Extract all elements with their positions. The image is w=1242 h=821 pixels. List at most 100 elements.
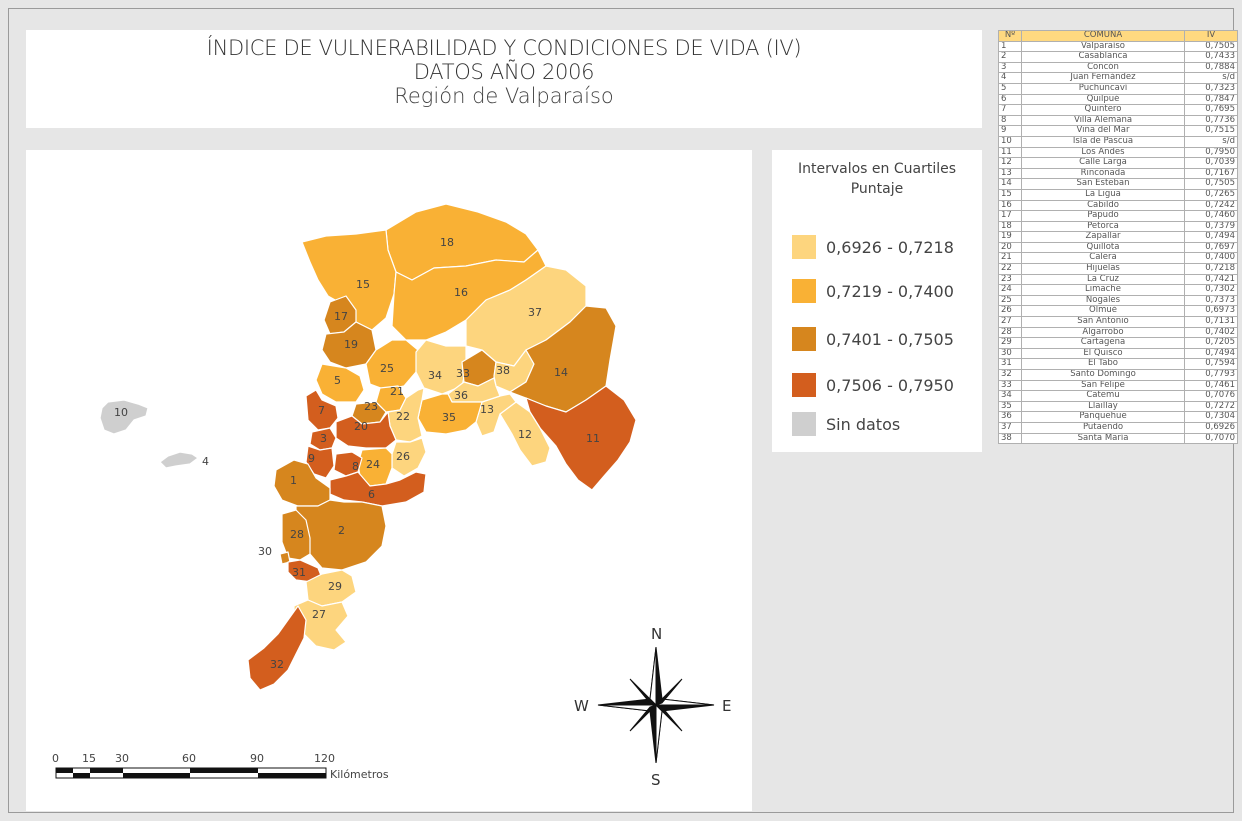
title-panel: ÍNDICE DE VULNERABILIDAD Y CONDICIONES D… xyxy=(26,30,982,128)
label-25: 25 xyxy=(380,362,394,375)
row-num: 17 xyxy=(998,210,1022,222)
row-iv: 0,7461 xyxy=(1184,379,1238,392)
row-iv: 0,7793 xyxy=(1184,369,1238,381)
table-header-row: Nº COMUNA IV xyxy=(998,30,1238,42)
label-22: 22 xyxy=(396,410,410,423)
row-iv: 0,7167 xyxy=(1184,167,1238,180)
comuna-20-shape[interactable] xyxy=(335,411,397,449)
comuna-6-shape[interactable] xyxy=(329,471,427,507)
row-num: 32 xyxy=(998,369,1022,381)
row-num: 30 xyxy=(998,347,1022,360)
row-iv: 0,7505 xyxy=(1184,178,1238,190)
row-num: 20 xyxy=(998,241,1022,254)
label-35: 35 xyxy=(442,411,456,424)
label-18: 18 xyxy=(440,236,454,249)
row-num: 15 xyxy=(998,188,1022,201)
row-iv: 0,7402 xyxy=(1184,326,1238,339)
row-iv: 0,7373 xyxy=(1184,294,1238,307)
comuna-10-shape[interactable] xyxy=(99,399,149,435)
row-comuna: Quintero xyxy=(1021,104,1185,116)
row-comuna: Putaendo xyxy=(1021,421,1185,434)
row-iv: 0,7070 xyxy=(1184,432,1238,445)
row-iv: 0,7695 xyxy=(1184,104,1238,116)
comuna-28-shape[interactable] xyxy=(281,509,311,561)
row-comuna: Quilpué xyxy=(1021,93,1185,106)
comuna-4-shape[interactable] xyxy=(159,451,199,469)
label-4: 4 xyxy=(202,455,209,468)
row-num: 31 xyxy=(998,358,1022,370)
comuna-12-shape[interactable] xyxy=(499,401,551,467)
comuna-labels: 18 15 16 37 17 19 25 34 33 38 14 5 36 21… xyxy=(114,236,600,671)
row-comuna: Algarrobo xyxy=(1021,326,1185,339)
row-comuna: Santa María xyxy=(1021,432,1185,445)
legend-swatch-q3 xyxy=(792,327,816,351)
row-num: 22 xyxy=(998,263,1022,275)
label-38: 38 xyxy=(496,364,510,377)
comuna-11-shape[interactable] xyxy=(525,385,637,491)
row-iv: 0,7950 xyxy=(1184,146,1238,159)
legend-swatch-q1 xyxy=(792,235,816,259)
scale-tick-0: 0 xyxy=(52,752,59,765)
row-iv: 0,7272 xyxy=(1184,400,1238,413)
label-26: 26 xyxy=(396,450,410,463)
label-15: 15 xyxy=(356,278,370,291)
row-num: 34 xyxy=(998,390,1022,402)
row-num: 14 xyxy=(998,178,1022,190)
label-20: 20 xyxy=(354,420,368,433)
row-comuna: Isla de Pascua xyxy=(1021,135,1185,148)
comuna-15-shape[interactable] xyxy=(301,229,397,331)
row-comuna: El Quisco xyxy=(1021,347,1185,360)
row-num: 24 xyxy=(998,284,1022,296)
legend-label-q4: 0,7506 - 0,7950 xyxy=(826,375,954,395)
legend-item-q1: 0,6926 - 0,7218 xyxy=(792,234,954,260)
label-5: 5 xyxy=(334,374,341,387)
scale-tick-30: 30 xyxy=(115,752,129,765)
legend-label-q3: 0,7401 - 0,7505 xyxy=(826,329,954,349)
legend-swatch-q2 xyxy=(792,279,816,303)
row-iv: 0,6973 xyxy=(1184,305,1238,318)
row-iv: 0,7433 xyxy=(1184,51,1238,63)
row-comuna: Llaillay xyxy=(1021,400,1185,413)
row-num: 23 xyxy=(998,273,1022,286)
row-iv: 0,7323 xyxy=(1184,82,1238,95)
row-iv: 0,7494 xyxy=(1184,347,1238,360)
row-num: 8 xyxy=(998,114,1022,127)
label-37: 37 xyxy=(528,306,542,319)
comuna-7-shape[interactable] xyxy=(305,389,339,431)
label-7: 7 xyxy=(318,404,325,417)
row-comuna: Olmué xyxy=(1021,305,1185,318)
row-comuna: Cartagena xyxy=(1021,337,1185,349)
comuna-32-shape[interactable] xyxy=(247,605,307,691)
row-iv: 0,7302 xyxy=(1184,284,1238,296)
row-num: 11 xyxy=(998,146,1022,159)
compass-w: W xyxy=(574,697,589,715)
legend-title: Intervalos en Cuartiles Puntaje xyxy=(772,160,982,199)
label-30: 30 xyxy=(258,545,272,558)
row-num: 37 xyxy=(998,421,1022,434)
comuna-35-shape[interactable] xyxy=(417,393,483,435)
comuna-13-shape[interactable] xyxy=(475,393,517,437)
row-iv: s/d xyxy=(1184,72,1238,84)
label-11: 11 xyxy=(586,432,600,445)
comuna-5-shape[interactable] xyxy=(315,363,365,403)
row-iv: 0,6926 xyxy=(1184,421,1238,434)
label-19: 19 xyxy=(344,338,358,351)
label-10: 10 xyxy=(114,406,128,419)
legend-label-nodata: Sin datos xyxy=(826,414,901,434)
